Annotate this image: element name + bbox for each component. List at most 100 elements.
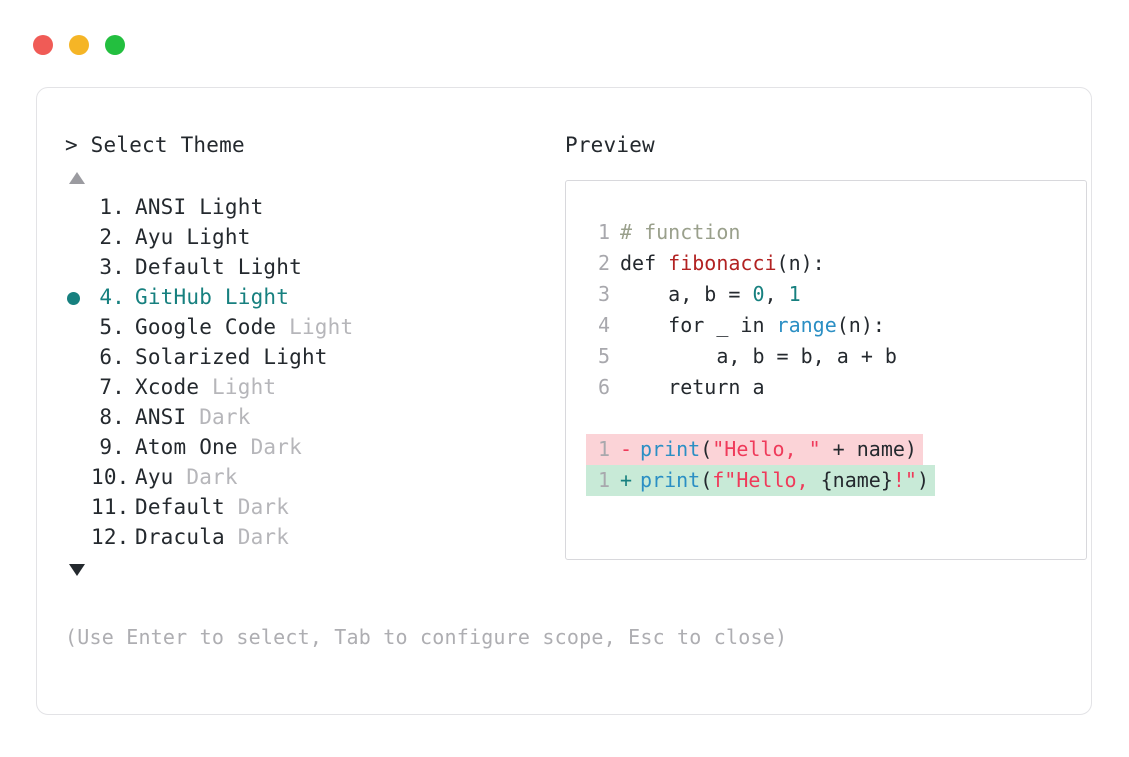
code-token: ) xyxy=(916,468,930,492)
theme-item-index: 9. xyxy=(99,435,125,459)
code-line: 1 # function xyxy=(566,217,1086,248)
theme-list-item[interactable]: 12.Dracula Dark xyxy=(65,522,535,552)
theme-item-variant: Light xyxy=(199,375,277,399)
code-line-text: def fibonacci(n): xyxy=(620,248,825,279)
theme-item-index: 1. xyxy=(99,195,125,219)
code-token: ( xyxy=(700,437,713,461)
line-number: 1 xyxy=(597,468,610,492)
theme-item-name: Xcode xyxy=(135,375,200,399)
theme-item-variant: Dark xyxy=(186,405,251,429)
theme-item-name: GitHub xyxy=(135,285,213,309)
keyboard-hint: (Use Enter to select, Tab to configure s… xyxy=(65,625,788,649)
code-line-text: for _ in range(n): xyxy=(620,310,885,341)
page-title: > Select Theme xyxy=(65,133,245,157)
code-line: 5 a, b = b, a + b xyxy=(566,341,1086,372)
theme-list-item[interactable]: 2.Ayu Light xyxy=(65,222,535,252)
theme-list-item[interactable]: 7. Xcode Light xyxy=(65,372,535,402)
window-titlebar xyxy=(0,0,1129,62)
picker-columns: > Select Theme 1. ANSI Light 2. Ayu Light 3.… xyxy=(65,132,1087,576)
theme-item-index: 12. xyxy=(91,525,130,549)
code-token: range xyxy=(776,313,837,337)
theme-item-name: Default xyxy=(135,495,225,519)
theme-item-variant: Light xyxy=(186,195,264,219)
diff-removed-line: 1-print("Hello, " + name) xyxy=(566,434,1086,465)
code-line: 3 a, b = 0, 1 xyxy=(566,279,1086,310)
preview-title: Preview xyxy=(565,133,655,157)
code-token: f"Hello, xyxy=(712,468,821,492)
code-token: a, b = xyxy=(620,282,753,306)
window-maximize-dot[interactable] xyxy=(105,35,125,55)
code-token: fibonacci xyxy=(668,251,777,275)
code-spacer xyxy=(566,403,1086,434)
theme-list-item[interactable]: 10.Ayu Dark xyxy=(65,462,535,492)
theme-list-item[interactable]: 5.Google Code Light xyxy=(65,312,535,342)
theme-list-item[interactable]: 8. ANSI Dark xyxy=(65,402,535,432)
theme-item-variant: Light xyxy=(276,315,354,339)
code-token: , xyxy=(764,282,789,306)
theme-list-item[interactable]: 4.GitHub Light xyxy=(65,282,535,312)
code-line: 2 def fibonacci(n): xyxy=(566,248,1086,279)
theme-list-item[interactable]: 9.Atom One Dark xyxy=(65,432,535,462)
theme-item-index: 8. xyxy=(99,405,125,429)
line-number: 2 xyxy=(597,251,610,275)
theme-item-name: Default xyxy=(135,255,225,279)
theme-item-name: Dracula xyxy=(135,525,225,549)
line-number: 3 xyxy=(597,282,610,306)
theme-item-variant: Dark xyxy=(173,465,238,489)
line-number: 5 xyxy=(597,344,610,368)
theme-list-item[interactable]: 11.Default Dark xyxy=(65,492,535,522)
diff-highlight-band: 1+print(f"Hello, {name}!") xyxy=(586,465,936,496)
theme-item-name: ANSI xyxy=(135,195,187,219)
theme-item-name: ANSI xyxy=(135,405,187,429)
theme-item-index: 7. xyxy=(99,375,125,399)
theme-item-index: 10. xyxy=(91,465,130,489)
line-number: 4 xyxy=(597,313,610,337)
window-close-dot[interactable] xyxy=(33,35,53,55)
theme-item-index: 5. xyxy=(99,315,125,339)
theme-list-item[interactable]: 3.Default Light xyxy=(65,252,535,282)
line-number: 6 xyxy=(597,375,610,399)
theme-item-index: 2. xyxy=(99,225,125,249)
theme-item-index: 11. xyxy=(91,495,130,519)
code-token: for _ in xyxy=(620,313,777,337)
code-token: return a xyxy=(620,375,765,399)
diff-added-line: 1+print(f"Hello, {name}!") xyxy=(566,465,1086,496)
code-token: def xyxy=(620,251,669,275)
code-token: # function xyxy=(620,220,741,244)
code-token: "Hello, " xyxy=(712,437,821,461)
code-line: 4 for _ in range(n): xyxy=(566,310,1086,341)
window-minimize-dot[interactable] xyxy=(69,35,89,55)
diff-minus-sign: - xyxy=(620,437,633,461)
code-token: a, b = b, a + b xyxy=(620,344,897,368)
theme-list-item[interactable]: 1. ANSI Light xyxy=(65,192,535,222)
code-token: print xyxy=(640,468,701,492)
diff-highlight-band: 1-print("Hello, " + name) xyxy=(586,434,923,465)
theme-item-name: Ayu xyxy=(135,225,174,249)
code-line: 6 return a xyxy=(566,372,1086,403)
selection-dot xyxy=(67,292,80,305)
code-line-text: a, b = 0, 1 xyxy=(620,279,800,310)
theme-item-name: Ayu xyxy=(135,465,174,489)
code-token: 0 xyxy=(752,282,765,306)
code-line-text: return a xyxy=(620,372,765,403)
code-token: + name) xyxy=(820,437,917,461)
theme-item-index: 3. xyxy=(99,255,125,279)
line-number: 1 xyxy=(597,437,610,461)
theme-list-item[interactable]: 6.Solarized Light xyxy=(65,342,535,372)
code-token: ( xyxy=(700,468,713,492)
theme-item-variant: Dark xyxy=(224,495,290,519)
theme-selection-column: > Select Theme 1. ANSI Light 2. Ayu Light 3.… xyxy=(65,132,535,576)
scroll-down-arrow-icon[interactable] xyxy=(69,564,85,576)
code-token: !" xyxy=(892,468,917,492)
code-token: (n): xyxy=(776,251,825,275)
theme-item-name: Solarized xyxy=(135,345,251,369)
theme-item-variant: Light xyxy=(212,285,290,309)
code-line-text: # function xyxy=(620,217,740,248)
line-number: 1 xyxy=(597,220,610,244)
code-token: (n): xyxy=(836,313,885,337)
code-line-text: a, b = b, a + b xyxy=(620,341,897,372)
scroll-up-arrow-icon[interactable] xyxy=(69,172,85,184)
